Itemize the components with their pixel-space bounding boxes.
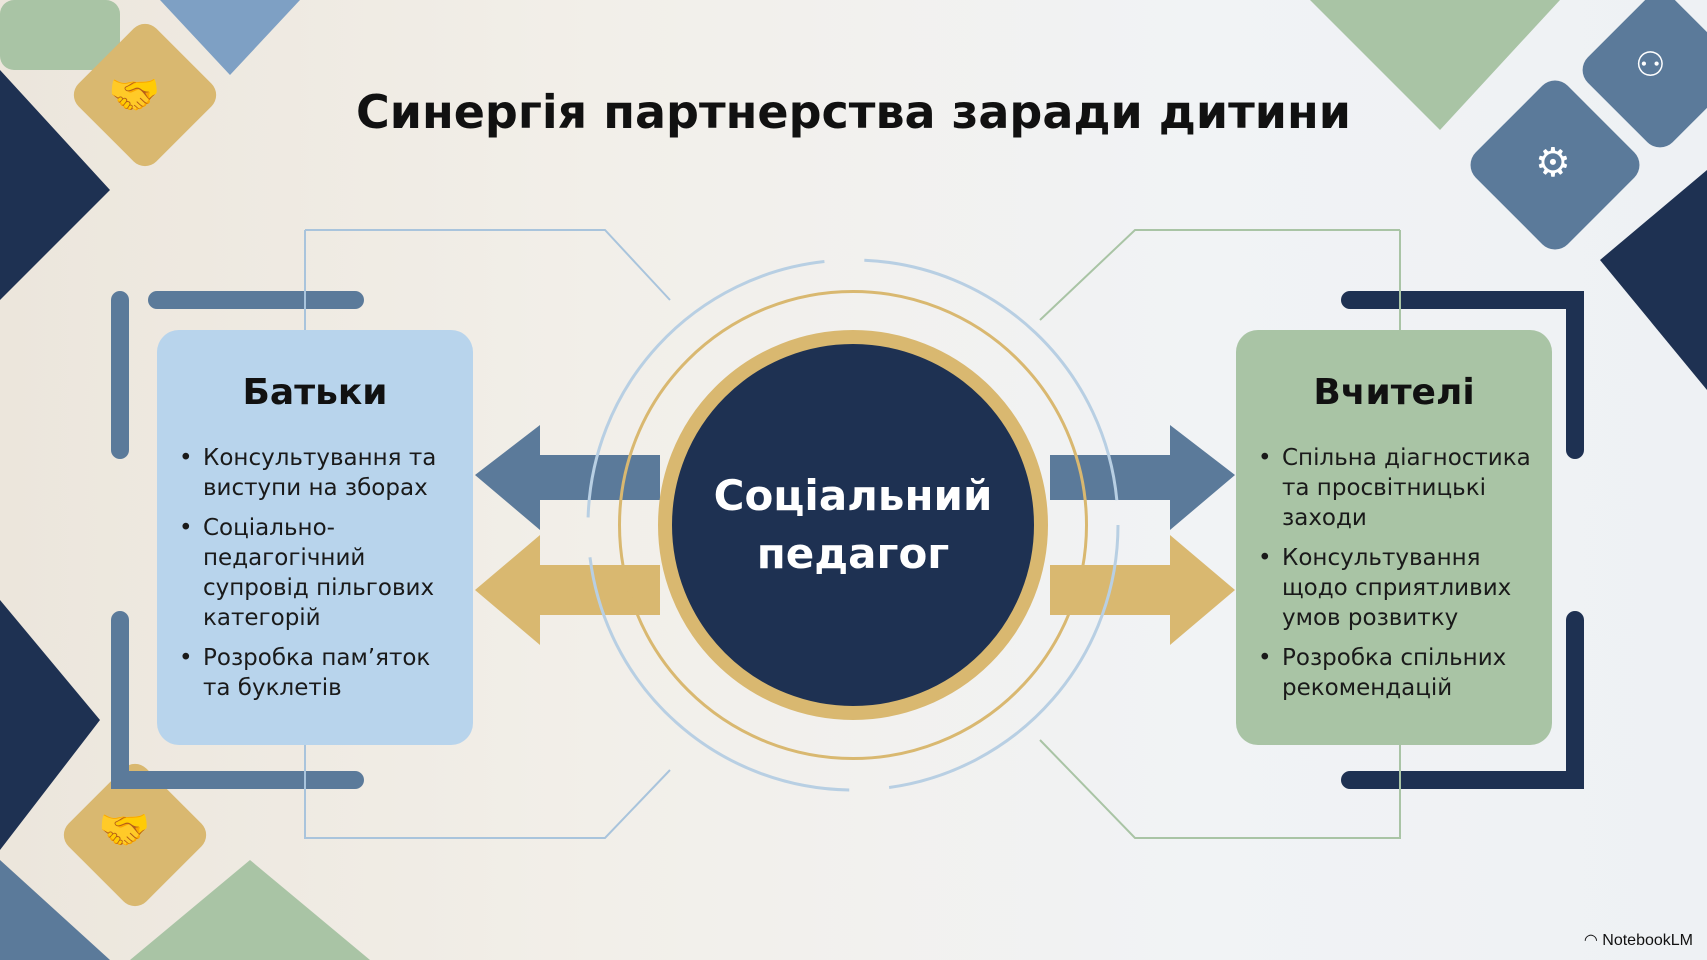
center-label-line1: Соціальний	[713, 471, 993, 520]
teachers-card: Вчителі Спільна діагностика та просвітни…	[1236, 330, 1552, 745]
team-icon: ⚇	[1635, 45, 1666, 85]
list-item: Консультування та виступи на зборах	[177, 443, 453, 503]
list-item: Спільна діагностика та просвітницькі зах…	[1256, 443, 1532, 533]
parents-card: Батьки Консультування та виступи на збор…	[157, 330, 473, 745]
watermark-text: NotebookLM	[1602, 932, 1693, 949]
list-item: Соціально-педагогічний супровід пільгови…	[177, 513, 453, 633]
arrow-right-upper	[1050, 425, 1235, 530]
center-circle: Соціальний педагог	[658, 330, 1048, 720]
list-item: Розробка спільних рекомендацій	[1256, 643, 1532, 703]
arrow-left-lower	[475, 535, 660, 645]
outer-ring	[618, 290, 1088, 760]
page-title: Синергія партнерства заради дитини	[355, 85, 1352, 139]
list-item: Розробка пам’яток та буклетів	[177, 643, 453, 703]
notebooklm-watermark: ◠ NotebookLM	[1583, 932, 1693, 949]
center-label-line2: педагог	[756, 529, 950, 578]
handshake-icon: 🤝	[98, 805, 151, 854]
parents-heading: Батьки	[242, 372, 388, 413]
gears-icon: ⚙	[1535, 140, 1571, 186]
teachers-heading: Вчителі	[1313, 372, 1475, 413]
arrow-left-upper	[475, 425, 660, 530]
arrow-right-lower	[1050, 535, 1235, 645]
handshake-icon: 🤝	[108, 70, 161, 119]
list-item: Консультування щодо сприятливих умов роз…	[1256, 543, 1532, 633]
